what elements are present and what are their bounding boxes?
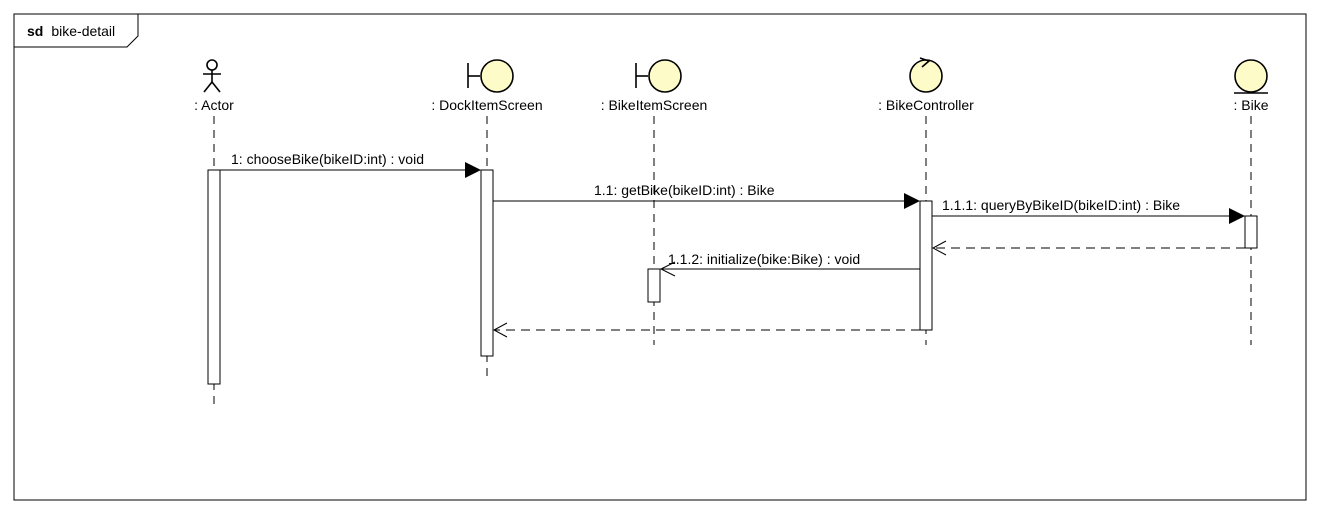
lifeline-label-actor: : Actor xyxy=(194,97,234,113)
message-1-1-label: 1.1: getBike(bikeID:int) : Bike xyxy=(594,182,775,198)
activation-bike xyxy=(1244,215,1258,249)
message-1-1-arrowhead xyxy=(904,193,920,209)
activation-actor xyxy=(207,169,221,385)
frame-tab xyxy=(14,14,139,48)
boundary-icon xyxy=(467,59,514,93)
lifeline-label-bikescreen: : BikeItemScreen xyxy=(601,97,708,113)
return-arrowhead xyxy=(931,240,947,256)
message-1-1-1-arrowhead xyxy=(1229,208,1245,224)
frame-keyword: sd xyxy=(27,23,43,39)
message-1-label: 1: chooseBike(bikeID:int) : void xyxy=(231,151,424,167)
message-1-1-2-label: 1.1.2: initialize(bike:Bike) : void xyxy=(668,251,860,267)
message-1-1: 1.1: getBike(bikeID:int) : Bike xyxy=(493,182,920,209)
frame-name: bike-detail xyxy=(51,23,115,39)
lifeline-ctrl: : BikeController xyxy=(878,57,974,345)
control-icon xyxy=(909,57,943,93)
activation-ctrl xyxy=(919,200,933,331)
message-1-1-1-label: 1.1.1: queryByBikeID(bikeID:int) : Bike xyxy=(942,197,1180,213)
message-1: 1: chooseBike(bikeID:int) : void xyxy=(220,151,481,178)
return-arrowhead xyxy=(492,322,508,338)
activation-dock xyxy=(480,169,494,357)
lifeline-actor: : Actor xyxy=(194,59,234,404)
return-bike-to-ctrl xyxy=(931,240,1245,256)
activation-bikescreen xyxy=(647,268,661,303)
lifeline-label-bike: : Bike xyxy=(1233,97,1268,113)
message-1-1-2-arrowhead xyxy=(659,261,676,277)
lifeline-dock: : DockItemScreen xyxy=(431,59,543,378)
lifeline-bike: : Bike xyxy=(1233,59,1269,345)
frame-title: sd bike-detail xyxy=(27,23,115,40)
lifeline-bikescreen: : BikeItemScreen xyxy=(601,59,708,345)
diagram-frame xyxy=(13,13,1307,501)
boundary-icon xyxy=(635,59,682,93)
entity-icon xyxy=(1234,59,1268,94)
message-1-1-1: 1.1.1: queryByBikeID(bikeID:int) : Bike xyxy=(932,197,1245,224)
lifeline-label-ctrl: : BikeController xyxy=(878,97,974,113)
lifeline-label-dock: : DockItemScreen xyxy=(431,97,542,113)
return-ctrl-to-dock xyxy=(492,322,920,338)
message-1-1-2: 1.1.2: initialize(bike:Bike) : void xyxy=(659,251,920,277)
actor-icon xyxy=(203,59,221,93)
message-1-arrowhead xyxy=(465,162,481,178)
